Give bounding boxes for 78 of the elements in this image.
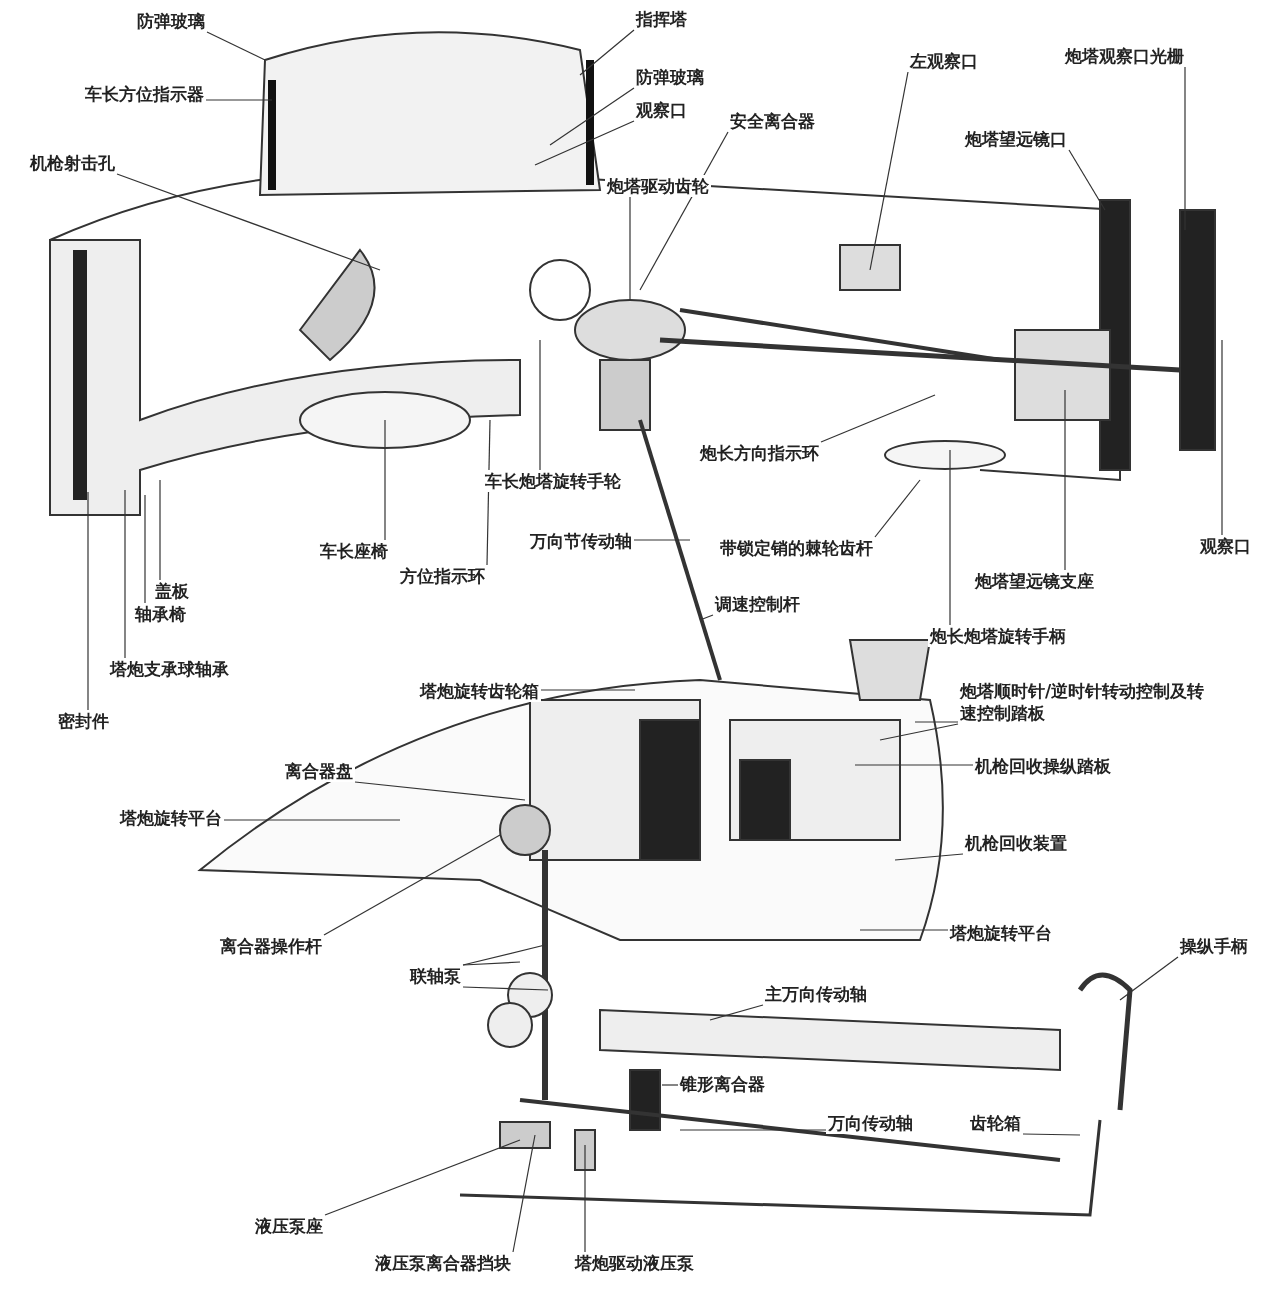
leader-line bbox=[539, 339, 541, 471]
leader-line bbox=[205, 99, 273, 101]
leader-line bbox=[879, 723, 959, 741]
leader-line bbox=[384, 419, 386, 541]
leader-line bbox=[354, 781, 526, 801]
leader-line bbox=[859, 929, 949, 931]
part-label: 齿轮箱 bbox=[968, 1112, 1023, 1134]
leader-line bbox=[894, 853, 964, 861]
leader-line bbox=[1221, 339, 1223, 536]
part-label: 炮塔望远镜支座 bbox=[973, 570, 1096, 592]
part-label: 车长座椅 bbox=[318, 540, 390, 562]
part-label: 炮长方向指示环 bbox=[698, 442, 821, 464]
part-label: 塔炮支承球轴承 bbox=[108, 658, 231, 680]
leader-line bbox=[144, 494, 146, 604]
leader-line bbox=[949, 449, 951, 626]
leader-line bbox=[124, 489, 126, 659]
leader-line bbox=[633, 539, 691, 541]
part-label: 塔炮旋转平台 bbox=[118, 807, 224, 829]
leader-line bbox=[159, 479, 161, 581]
leader-line bbox=[223, 819, 401, 821]
part-label: 安全离合器 bbox=[728, 110, 817, 132]
leader-line bbox=[1119, 956, 1179, 1001]
part-label: 主万向传动轴 bbox=[763, 983, 869, 1005]
part-label: 离合器盘 bbox=[283, 760, 355, 782]
leader-line bbox=[854, 764, 974, 766]
part-label: 离合器操作杆 bbox=[218, 935, 324, 957]
part-label: 锥形离合器 bbox=[678, 1073, 767, 1095]
part-label: 液压泵离合器挡块 bbox=[373, 1252, 513, 1274]
part-label: 万向传动轴 bbox=[826, 1112, 915, 1134]
leader-line bbox=[820, 394, 936, 443]
leader-line bbox=[1022, 1133, 1081, 1136]
leader-line bbox=[540, 689, 636, 691]
part-label: 塔炮驱动液压泵 bbox=[573, 1252, 696, 1274]
part-label: 车长方位指示器 bbox=[83, 83, 206, 105]
leader-line bbox=[549, 87, 635, 146]
leader-line bbox=[629, 196, 631, 301]
leader-line bbox=[579, 29, 635, 76]
leader-line bbox=[534, 120, 635, 166]
leader-line bbox=[512, 1134, 536, 1253]
leader-line bbox=[324, 1139, 521, 1216]
part-label: 调速控制杆 bbox=[713, 593, 802, 615]
part-label: 机枪回收装置 bbox=[963, 832, 1069, 854]
leader-line bbox=[661, 1084, 679, 1086]
leader-line bbox=[323, 834, 501, 936]
part-label: 方位指示环 bbox=[398, 565, 487, 587]
part-label: 塔炮旋转平台 bbox=[948, 922, 1054, 944]
part-label: 带锁定销的棘轮齿杆 bbox=[718, 537, 875, 559]
leader-line bbox=[584, 1144, 586, 1253]
leader-line bbox=[679, 1129, 827, 1131]
part-label: 联轴泵 bbox=[408, 965, 463, 987]
leader-line bbox=[87, 491, 89, 711]
leader-line bbox=[116, 173, 381, 271]
leader-line bbox=[709, 1004, 764, 1021]
part-label: 指挥塔 bbox=[634, 8, 689, 30]
part-label: 万向节传动轴 bbox=[528, 530, 634, 552]
leader-line bbox=[874, 479, 921, 538]
leader-line bbox=[1068, 149, 1106, 211]
leader-line bbox=[206, 31, 266, 61]
leader-line bbox=[869, 71, 909, 271]
part-label: 盖板 bbox=[153, 580, 191, 602]
part-label: 炮长炮塔旋转手柄 bbox=[928, 625, 1068, 647]
part-label: 操纵手柄 bbox=[1178, 935, 1250, 957]
part-label: 密封件 bbox=[56, 710, 111, 732]
part-label: 防弹玻璃 bbox=[135, 10, 207, 32]
part-label: 机枪射击孔 bbox=[28, 152, 117, 174]
part-label: 液压泵座 bbox=[253, 1215, 325, 1237]
leader-line bbox=[914, 721, 959, 723]
leader-line bbox=[1184, 66, 1186, 231]
leader-line bbox=[462, 986, 549, 991]
part-label: 车长炮塔旋转手轮 bbox=[483, 470, 623, 492]
part-label: 炮塔观察口光栅 bbox=[1063, 45, 1186, 67]
part-label: 塔炮旋转齿轮箱 bbox=[418, 680, 541, 702]
leader-line bbox=[462, 961, 521, 966]
leader-line bbox=[1064, 389, 1066, 571]
part-label: 炮塔驱动齿轮 bbox=[605, 175, 711, 197]
part-label: 轴承椅 bbox=[133, 603, 188, 625]
part-label: 机枪回收操纵踏板 bbox=[973, 755, 1113, 777]
part-label: 防弹玻璃 bbox=[634, 66, 706, 88]
